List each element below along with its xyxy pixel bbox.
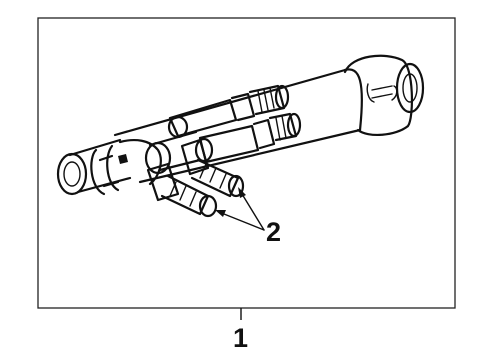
callout-1-label: 1: [233, 323, 248, 353]
fuel-rail-body: [113, 68, 363, 184]
lower-injector-left: [146, 162, 218, 218]
distribution-junction: [118, 130, 202, 186]
end-housing: [343, 54, 425, 136]
upper-injector-line: [167, 84, 290, 139]
callout-2-leaders: [215, 187, 265, 231]
diagram-frame: [37, 17, 456, 309]
lower-injector-right: [180, 138, 245, 198]
middle-injector-line: [194, 112, 302, 164]
callout-2-label: 2: [266, 217, 281, 247]
inlet-tube: [56, 138, 132, 196]
